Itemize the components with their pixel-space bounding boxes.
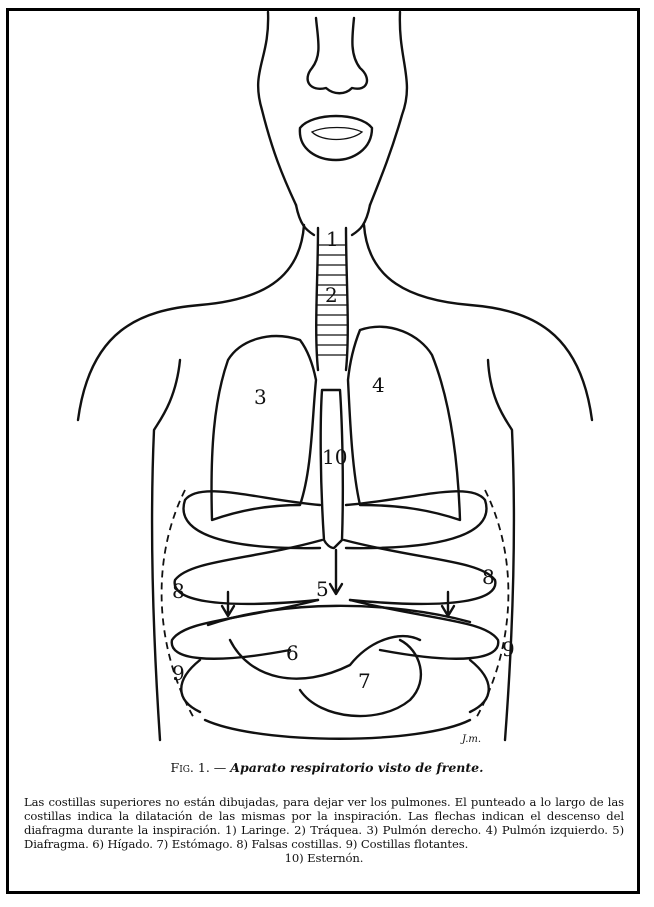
label-6: 6: [286, 641, 299, 665]
figure-caption: Fig. 1. — Aparato respiratorio visto de …: [0, 760, 654, 775]
face: [258, 12, 407, 235]
label-1: 1: [326, 227, 339, 251]
figure-title: Aparato respiratorio visto de frente.: [230, 760, 483, 775]
label-10: 10: [322, 445, 347, 469]
label-8-right: 8: [172, 579, 185, 603]
description-last-line: 10) Esternón.: [24, 851, 624, 865]
label-8-left: 8: [482, 565, 495, 589]
figure-description: Las costillas superiores no están dibuja…: [24, 795, 624, 865]
sternum: [321, 390, 343, 548]
label-2: 2: [325, 283, 338, 307]
label-4: 4: [372, 373, 385, 397]
label-7: 7: [358, 669, 371, 693]
label-9-left: 9: [502, 637, 515, 661]
label-5: 5: [316, 577, 329, 601]
diaphragm: [208, 550, 470, 625]
ribs-right-side: [162, 490, 322, 720]
label-3: 3: [254, 385, 267, 409]
artist-signature: J.m.: [460, 734, 481, 745]
figure-number: Fig. 1. —: [171, 760, 227, 775]
description-body: Las costillas superiores no están dibuja…: [24, 795, 624, 851]
label-9-right: 9: [172, 661, 185, 685]
liver-stomach: [205, 636, 470, 739]
